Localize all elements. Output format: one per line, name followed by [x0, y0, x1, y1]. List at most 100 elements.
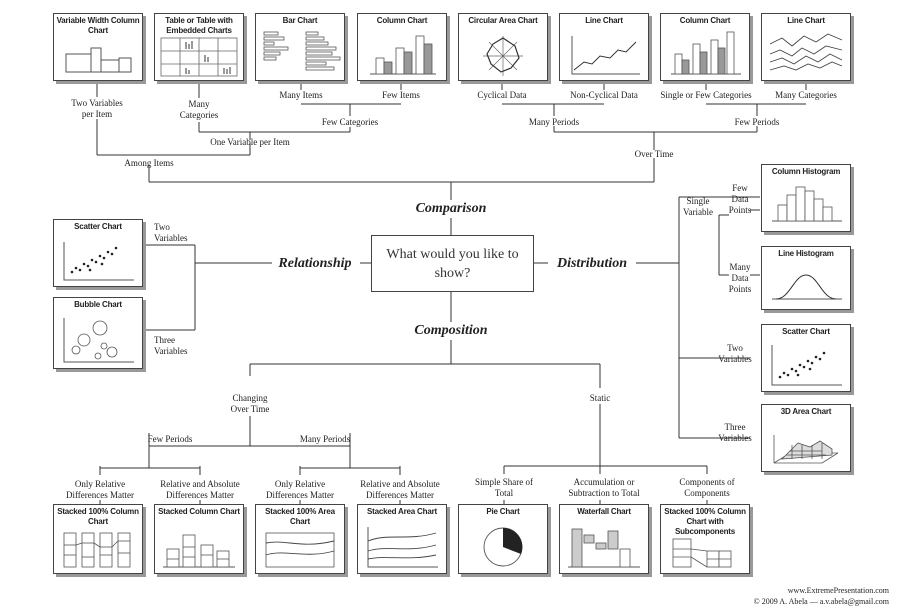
column-histogram-icon — [772, 186, 842, 222]
radar-chart-icon — [483, 36, 523, 76]
chart-title: Column Chart — [376, 16, 428, 25]
3d-area-chart-icon — [773, 435, 839, 464]
bar-chart-icon — [263, 31, 341, 71]
multi-line-chart-icon — [769, 33, 843, 71]
3d-area-chart-box: 3D Area Chart — [761, 404, 851, 472]
line-histogram-box: Line Histogram — [761, 246, 851, 310]
branch-label: Static — [589, 393, 611, 403]
category-comparison: Comparison — [413, 201, 489, 217]
branch-label: Only Relative Differences Matter — [65, 479, 135, 500]
branch-label: Over Time — [634, 149, 674, 159]
branch-label: One Variable per Item — [210, 137, 290, 147]
category-relationship: Relationship — [276, 256, 354, 272]
branch-label: Many Periods — [299, 434, 351, 444]
column-histogram-box: Column Histogram — [761, 164, 851, 232]
branch-label: Two Variables — [718, 343, 752, 364]
scatter-chart-icon — [63, 242, 134, 281]
branch-label: Three Variables — [718, 422, 752, 443]
column-chart-icon — [370, 35, 436, 75]
stacked-100-area-icon — [265, 532, 335, 568]
branch-label: Two Variables — [154, 222, 188, 243]
stacked-100-area-chart-box: Stacked 100% Area Chart — [255, 504, 345, 574]
branch-label: Three Variables — [154, 335, 188, 356]
branch-label: Non-Cyclical Data — [570, 90, 638, 100]
center-question: What would you like to show? — [371, 235, 534, 292]
chart-title: Scatter Chart — [74, 222, 122, 231]
branch-label: Changing Over Time — [230, 393, 270, 414]
scatter-chart-box-distribution: Scatter Chart — [761, 324, 851, 392]
chart-title: Stacked 100% Column Chart with Subcompon… — [664, 507, 746, 536]
credit-copyright: © 2009 A. Abela — a.v.abela@gmail.com — [753, 597, 889, 606]
pie-chart-icon — [483, 527, 523, 567]
branch-label: Relative and Absolute Differences Matter — [360, 479, 440, 500]
variable-width-column-icon — [65, 47, 132, 73]
chart-title: Line Chart — [787, 16, 825, 25]
category-composition: Composition — [412, 323, 490, 339]
pie-chart-box: Pie Chart — [458, 504, 548, 574]
waterfall-chart-box: Waterfall Chart — [559, 504, 649, 574]
branch-label: Few Periods — [147, 434, 193, 444]
stacked-area-icon — [367, 527, 438, 568]
chart-title: Column Histogram — [771, 167, 841, 176]
branch-label: Few Periods — [734, 117, 780, 127]
chart-title: Stacked 100% Column Chart — [57, 507, 139, 526]
branch-label: Few Items — [382, 90, 420, 100]
branch-label: Many Categories — [775, 90, 837, 100]
stacked-100-column-icon — [63, 532, 131, 568]
branch-label: Two Variables per Item — [71, 98, 123, 119]
chart-title: 3D Area Chart — [780, 407, 832, 416]
branch-label: Many Data Points — [728, 262, 752, 294]
column-chart-icon — [671, 31, 741, 75]
column-chart-box-top: Column Chart — [357, 13, 447, 81]
line-chart-box-top: Line Chart — [559, 13, 649, 81]
table-embedded-chart-box: Table or Table with Embedded Charts — [154, 13, 244, 81]
scatter-chart-box-relationship: Scatter Chart — [53, 219, 143, 287]
variable-width-column-chart-box: Variable Width Column Chart — [53, 13, 143, 81]
bubble-chart-box: Bubble Chart — [53, 297, 143, 369]
branch-label: Single or Few Categories — [660, 90, 752, 100]
chart-title: Circular Area Chart — [468, 16, 538, 25]
bell-curve-icon — [772, 274, 842, 300]
chart-title: Variable Width Column Chart — [56, 16, 140, 35]
stacked-100-column-subcomponents-box: Stacked 100% Column Chart with Subcompon… — [660, 504, 750, 574]
chart-title: Bar Chart — [282, 16, 318, 25]
chart-title: Table or Table with Embedded Charts — [165, 16, 233, 35]
branch-label: Single Variable — [683, 196, 713, 217]
branch-label: Many Periods — [528, 117, 580, 127]
branch-label: Cyclical Data — [477, 90, 527, 100]
branch-label: Components of Components — [679, 477, 735, 498]
chart-title: Line Chart — [585, 16, 623, 25]
chart-title: Pie Chart — [486, 507, 520, 516]
chart-title: Stacked Area Chart — [367, 507, 437, 516]
chart-title: Stacked 100% Area Chart — [265, 507, 335, 526]
branch-label: Only Relative Differences Matter — [265, 479, 335, 500]
stacked-100-column-chart-box: Stacked 100% Column Chart — [53, 504, 143, 574]
branch-label: Accumulation or Subtraction to Total — [568, 477, 640, 498]
chart-title: Line Histogram — [778, 249, 834, 258]
bubble-chart-icon — [63, 318, 134, 363]
chart-title: Stacked Column Chart — [158, 507, 240, 516]
category-distribution: Distribution — [554, 256, 630, 272]
credit-site: www.ExtremePresentation.com — [787, 586, 889, 595]
chart-title: Bubble Chart — [74, 300, 122, 309]
column-chart-box-top2: Column Chart — [660, 13, 750, 81]
scatter-chart-icon — [771, 345, 842, 386]
table-grid-icon — [160, 37, 238, 77]
branch-label: Few Data Points — [728, 183, 752, 215]
stacked-column-chart-box: Stacked Column Chart — [154, 504, 244, 574]
line-chart-icon — [571, 36, 640, 75]
branch-label: Many Items — [279, 90, 323, 100]
stacked-area-chart-box: Stacked Area Chart — [357, 504, 447, 574]
bar-chart-box: Bar Chart — [255, 13, 345, 81]
stacked-subcomponents-icon — [672, 538, 732, 568]
branch-label: Among Items — [124, 158, 174, 168]
chart-title: Scatter Chart — [782, 327, 830, 336]
branch-label: Many Categories — [179, 99, 219, 120]
chart-title: Column Chart — [679, 16, 731, 25]
stacked-column-icon — [163, 534, 235, 568]
waterfall-chart-icon — [568, 528, 640, 568]
branch-label: Simple Share of Total — [475, 477, 533, 498]
chart-title: Waterfall Chart — [577, 507, 631, 516]
circular-area-chart-box: Circular Area Chart — [458, 13, 548, 81]
